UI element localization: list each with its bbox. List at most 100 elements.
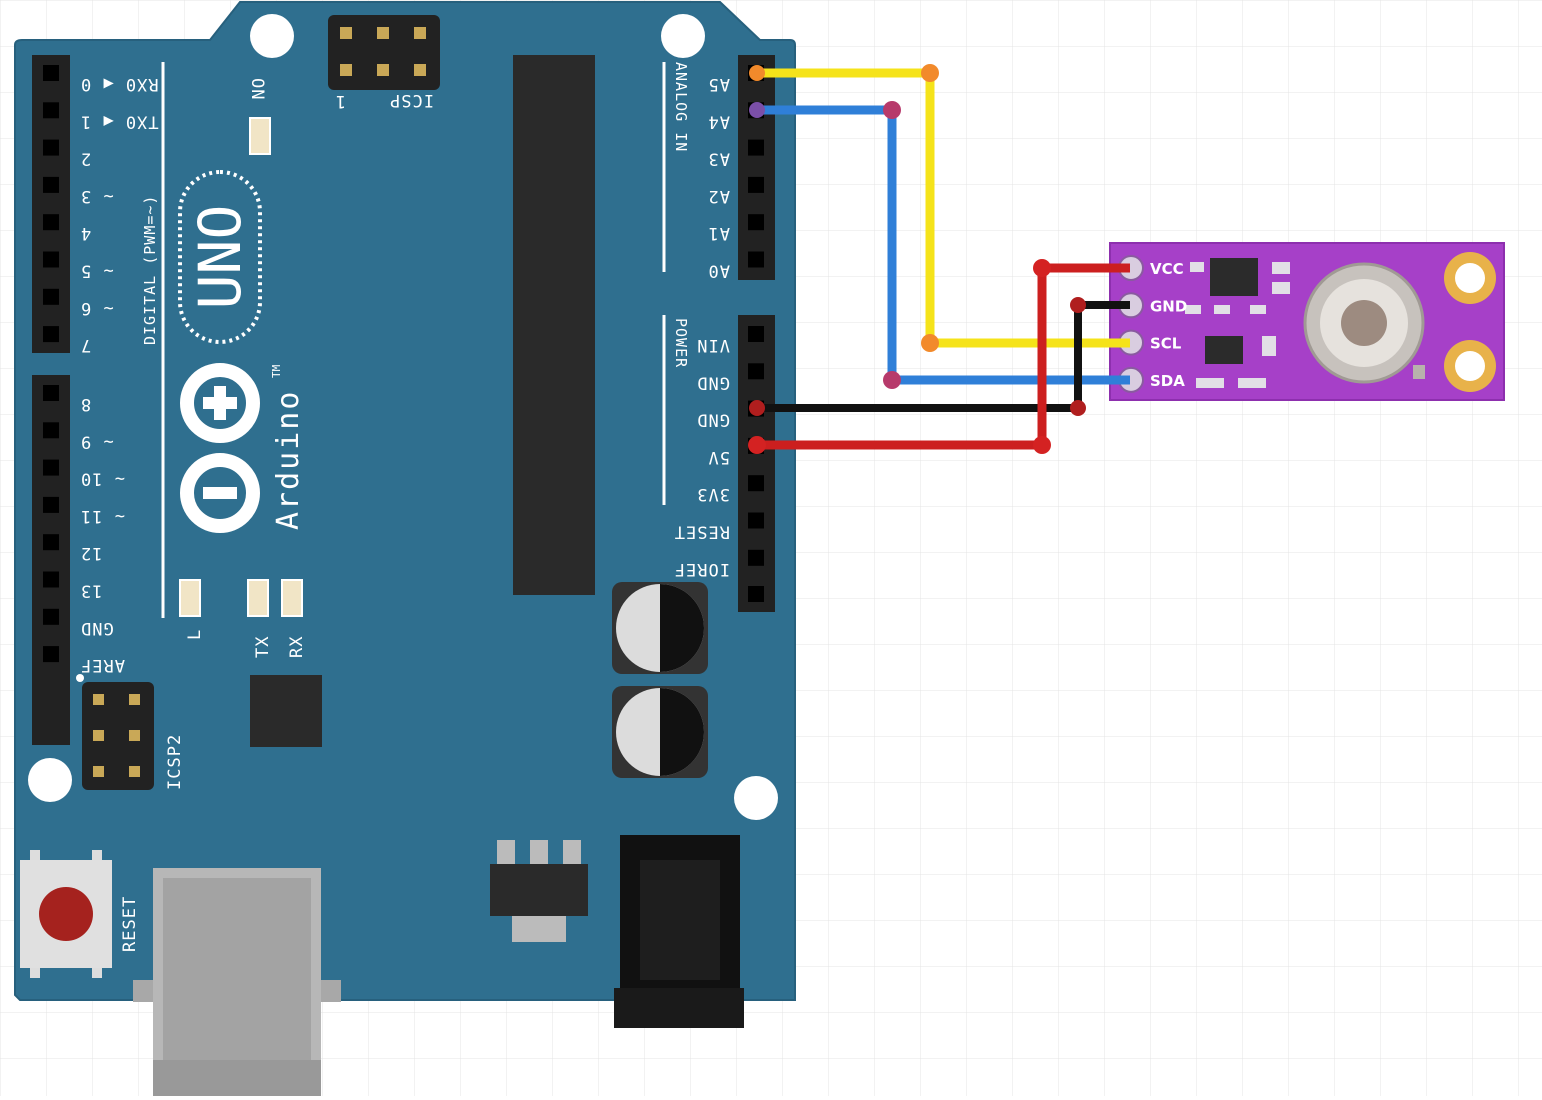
power-pin-hole[interactable] xyxy=(748,475,764,492)
power-pin-hole[interactable] xyxy=(748,549,764,566)
digital-pin-hole[interactable] xyxy=(43,608,59,625)
digital-pin-label: GND xyxy=(80,618,114,638)
digital-pin-hole[interactable] xyxy=(43,139,59,156)
digital-pin-hole[interactable] xyxy=(43,534,59,551)
mounting-hole xyxy=(250,14,294,58)
reset-label: RESET xyxy=(120,896,140,952)
module-pin-label: GND xyxy=(1150,297,1187,315)
digital-pin-hole[interactable] xyxy=(43,65,59,81)
analog-pin-label: A4 xyxy=(708,111,730,131)
digital-pin-hole[interactable] xyxy=(43,251,59,268)
dc-power-jack xyxy=(614,835,744,1028)
voltage-regulator xyxy=(490,840,588,942)
module-pin-label: SCL xyxy=(1150,335,1182,353)
digital-pin-label: ~ 5 xyxy=(80,261,114,281)
brand-name: Arduino xyxy=(271,390,306,530)
icsp-pin1-label: 1 xyxy=(335,91,346,111)
analog-pin-hole[interactable] xyxy=(748,251,764,268)
analog-pin-hole[interactable] xyxy=(748,176,764,193)
board-pcb xyxy=(14,1,796,1001)
digital-pin-hole[interactable] xyxy=(43,176,59,193)
digital-pin-hole[interactable] xyxy=(43,646,59,663)
mounting-hole xyxy=(661,14,705,58)
mounting-hole xyxy=(734,776,778,820)
microcontroller-chip xyxy=(513,55,595,595)
power-pin-hole[interactable] xyxy=(748,512,764,529)
digital-pin-hole[interactable] xyxy=(43,214,59,231)
rx-led xyxy=(281,579,303,617)
analog-pin-label: A5 xyxy=(708,74,730,94)
analog-pin-label: A3 xyxy=(708,149,730,169)
digital-header-title: DIGITAL (PWM=~) xyxy=(141,195,159,345)
digital-pin-label: 12 xyxy=(80,543,102,563)
digital-pin-label: 13 xyxy=(80,581,102,601)
digital-pin-hole[interactable] xyxy=(43,496,59,513)
l-led-label: L xyxy=(185,629,205,640)
on-led-label: ON xyxy=(247,78,267,100)
digital-pin-hole[interactable] xyxy=(43,288,59,305)
digital-pin-label: TX0 ◀ 1 xyxy=(80,111,159,131)
l-led xyxy=(179,579,201,617)
wire-5v-vcc[interactable] xyxy=(757,263,1130,450)
wire-bend-points xyxy=(748,64,1086,454)
power-pin-label: RESET xyxy=(674,522,730,542)
analog-pin-label: A2 xyxy=(708,186,730,206)
analog-pin-label: A0 xyxy=(708,261,730,281)
uno-logo: UNO xyxy=(178,170,262,344)
power-pin-label: GND xyxy=(696,410,730,430)
mounting-hole xyxy=(28,758,72,802)
analog-header-title: ANALOG IN xyxy=(672,62,690,152)
power-header-title: POWER xyxy=(672,318,690,368)
usb-connector xyxy=(133,868,341,1096)
power-pin-hole[interactable] xyxy=(748,326,764,342)
power-pin-label: 5V xyxy=(708,447,730,467)
icsp-label: ICSP xyxy=(389,90,434,110)
wires xyxy=(748,64,1130,454)
digital-pin-label: 8 xyxy=(80,394,91,414)
analog-pin-label: A1 xyxy=(708,223,730,243)
power-pin-label: GND xyxy=(696,372,730,392)
capacitor xyxy=(612,582,708,674)
capacitor xyxy=(612,686,708,778)
wire-a4-sda[interactable] xyxy=(757,105,1130,385)
wire-a5-scl[interactable] xyxy=(757,68,1130,348)
on-led xyxy=(249,117,271,155)
infrared-sensor-can xyxy=(1303,262,1425,384)
arduino-infinity-logo xyxy=(180,363,260,533)
digital-pin-hole[interactable] xyxy=(43,571,59,588)
wire-gnd-gnd[interactable] xyxy=(757,301,1130,412)
digital-pin-hole[interactable] xyxy=(43,102,59,119)
digital-pin-hole[interactable] xyxy=(43,459,59,476)
digital-pin-label: ~ 11 xyxy=(80,506,125,526)
digital-pin-label: AREF xyxy=(80,655,125,675)
module-pin-label: VCC xyxy=(1150,260,1184,278)
power-pin-hole[interactable] xyxy=(748,586,764,602)
power-pin-hole[interactable] xyxy=(748,363,764,380)
digital-pin-label: 4 xyxy=(80,223,91,243)
smd-components xyxy=(1185,258,1290,388)
power-pin-label: VIN xyxy=(696,335,730,355)
icsp2-header: ICSP2 xyxy=(76,674,185,790)
digital-pin-hole[interactable] xyxy=(43,422,59,439)
analog-pin-hole[interactable] xyxy=(748,214,764,231)
digital-pin-label: ~ 9 xyxy=(80,431,114,451)
icsp2-label: ICSP2 xyxy=(165,734,185,790)
digital-pin-hole[interactable] xyxy=(43,385,59,401)
usb-interface-chip xyxy=(250,675,322,747)
digital-pin-label: ~ 6 xyxy=(80,298,114,318)
digital-pin-label: 2 xyxy=(80,149,91,169)
digital-pin-hole[interactable] xyxy=(43,326,59,343)
reset-button[interactable] xyxy=(20,850,112,978)
tx-led-label: TX xyxy=(253,636,273,658)
tx-led xyxy=(247,579,269,617)
mounting-pad xyxy=(1444,340,1496,392)
analog-pin-hole[interactable] xyxy=(748,139,764,156)
power-pin-label: 3V3 xyxy=(696,484,730,504)
power-pin-label: IOREF xyxy=(674,559,730,579)
